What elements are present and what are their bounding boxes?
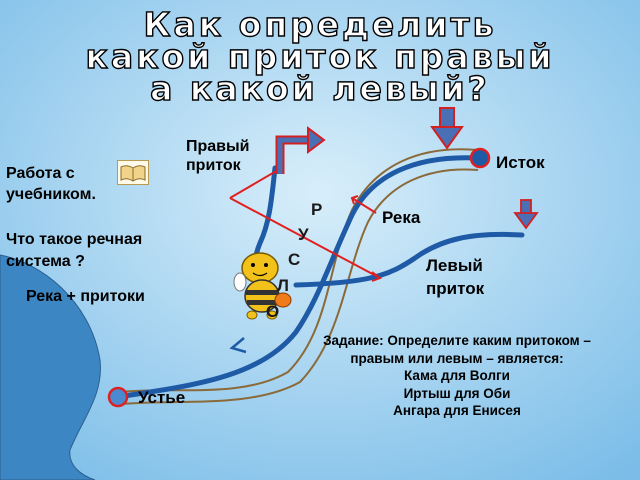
open-book-icon bbox=[117, 160, 149, 185]
source-marker bbox=[469, 147, 491, 169]
answer-label: Река + притоки bbox=[26, 288, 145, 305]
river-letter: С bbox=[288, 250, 301, 269]
question-label: Что такое речная система ? bbox=[6, 231, 143, 270]
river-letter: О bbox=[266, 302, 280, 321]
river-letter: Л bbox=[277, 276, 289, 295]
task-item: Ангара для Енисея bbox=[393, 403, 521, 418]
main-river bbox=[109, 155, 481, 401]
pointer-lines bbox=[229, 169, 383, 282]
bee-character-icon bbox=[233, 252, 292, 320]
sea-area bbox=[0, 254, 101, 480]
task-item: Кама для Волги bbox=[404, 368, 510, 383]
river-banks bbox=[111, 148, 479, 406]
task-item: Иртыш для Оби bbox=[403, 385, 511, 401]
task-heading: Задание: Определите каким притоком – пра… bbox=[323, 333, 591, 366]
title-line-1: Как определить bbox=[143, 5, 497, 44]
right-tributary-label: Правый приток bbox=[186, 138, 250, 174]
task-block: Задание: Определите каким притоком – пра… bbox=[322, 332, 592, 420]
textbook-work-label: Работа с учебником. bbox=[6, 165, 96, 203]
down-arrow-icon bbox=[430, 107, 464, 150]
flow-direction-arrow bbox=[229, 337, 247, 354]
down-arrow-icon bbox=[513, 199, 539, 230]
title-line-3: а какой левый? bbox=[149, 69, 490, 108]
mouth-marker bbox=[107, 386, 129, 408]
river-label: Река bbox=[382, 208, 421, 227]
title-line-2: какой приток правый bbox=[85, 37, 555, 76]
mouth-label: Устье bbox=[138, 388, 186, 407]
river-letter: У bbox=[298, 225, 309, 244]
river-letter: Р bbox=[311, 200, 323, 219]
hook-arrow-icon bbox=[275, 126, 326, 174]
left-tributary bbox=[293, 231, 525, 288]
left-tributary-label: Левый приток bbox=[426, 256, 485, 298]
source-label: Исток bbox=[496, 153, 545, 172]
